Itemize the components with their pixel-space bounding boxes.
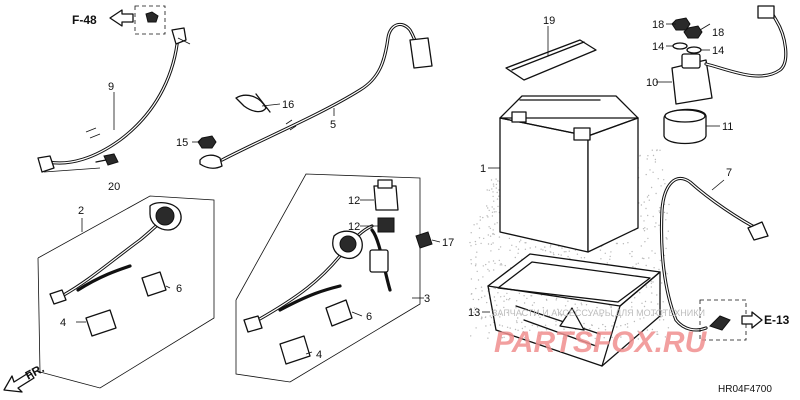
callout-6a: 6	[176, 283, 182, 295]
cable-5	[199, 22, 433, 169]
harness-3	[243, 224, 392, 333]
nut-18b	[683, 25, 703, 39]
ref-e13-label: E-13	[764, 313, 790, 327]
callout-5: 5	[330, 119, 336, 131]
callout-1: 1	[480, 163, 486, 175]
callout-17: 17	[442, 237, 454, 249]
dashed-box-bolt	[134, 5, 166, 35]
washer-14b	[686, 46, 702, 54]
callout-7: 7	[726, 167, 732, 179]
cable-8-terminal-bottom	[37, 155, 55, 173]
callout-11: 12	[348, 195, 360, 207]
band-16	[235, 94, 267, 113]
cable-7	[659, 176, 769, 332]
clip-17	[415, 231, 433, 249]
watermark-big: PARTSFOX.RU	[494, 326, 708, 359]
part-12	[377, 217, 395, 233]
diagram-code: HR04F4700	[718, 384, 772, 395]
terminal-cover-4a	[85, 309, 117, 337]
cable-8	[37, 27, 187, 173]
bolt-icon	[145, 11, 159, 23]
nut-15	[197, 135, 217, 149]
watermark: ЗАПЧАСТИ И АКСЕССУАРЫ ДЛЯ МОТОТЕХНИКИ PA…	[492, 308, 708, 359]
frame-2	[37, 195, 215, 389]
cable-5-terminal	[199, 154, 223, 169]
callouts: 9 20 16 15 5 19 18 18 14 14 10 11 1 7 13…	[60, 15, 733, 361]
callout-13: 13	[468, 307, 480, 319]
battery-terminal-pos	[573, 127, 591, 141]
terminal-cover-6b	[325, 299, 353, 327]
callout-4a: 4	[60, 317, 66, 329]
callout-12: 12	[348, 221, 360, 233]
cable-8-terminal-top	[171, 27, 187, 45]
leader-lines	[76, 23, 725, 355]
battery-terminal-neg	[511, 111, 527, 123]
terminal-cover-4b	[279, 335, 311, 365]
ref-f48[interactable]: F-48	[72, 9, 134, 27]
callout-2: 2	[78, 205, 84, 217]
ref-e13[interactable]: E-13	[741, 311, 790, 329]
warning-triangle-icon	[559, 307, 585, 331]
washer-14a	[672, 42, 688, 50]
callout-14b: 14	[712, 45, 724, 57]
callout-6b: 6	[366, 311, 372, 323]
callout-8: 9	[108, 81, 114, 93]
callout-3: 3	[424, 293, 430, 305]
callout-20: 20	[108, 181, 120, 193]
callout-19: 19	[543, 15, 555, 27]
cable-5-boot	[409, 37, 433, 69]
strap-19	[505, 39, 597, 81]
bolt-20	[95, 153, 119, 166]
callout-18b: 18	[712, 27, 724, 39]
arrow-left-icon	[109, 9, 134, 27]
watermark-small: ЗАПЧАСТИ И АКСЕССУАРЫ ДЛЯ МОТОТЕХНИКИ	[492, 308, 705, 318]
connector-11	[373, 185, 399, 211]
terminal-cover-6a	[141, 271, 167, 297]
frame-3	[235, 173, 421, 383]
callout-15: 15	[176, 137, 188, 149]
cover-10	[663, 108, 707, 145]
callout-16: 16	[282, 99, 294, 111]
battery-1	[499, 95, 639, 253]
callout-18a: 18	[652, 19, 664, 31]
callout-14a: 14	[652, 41, 664, 53]
arrow-right-icon	[741, 311, 763, 329]
ref-f48-label: F-48	[72, 13, 97, 27]
bolt-e13	[709, 315, 731, 331]
callout-10: 11	[722, 121, 733, 133]
harness-2	[49, 201, 182, 305]
front-arrow-icon	[3, 371, 35, 393]
callout-4b: 4	[316, 349, 322, 361]
relay-9	[671, 5, 788, 105]
front-arrow: FR.	[3, 361, 46, 393]
callout-9: 10	[646, 77, 658, 89]
battery-box-13	[487, 253, 661, 367]
